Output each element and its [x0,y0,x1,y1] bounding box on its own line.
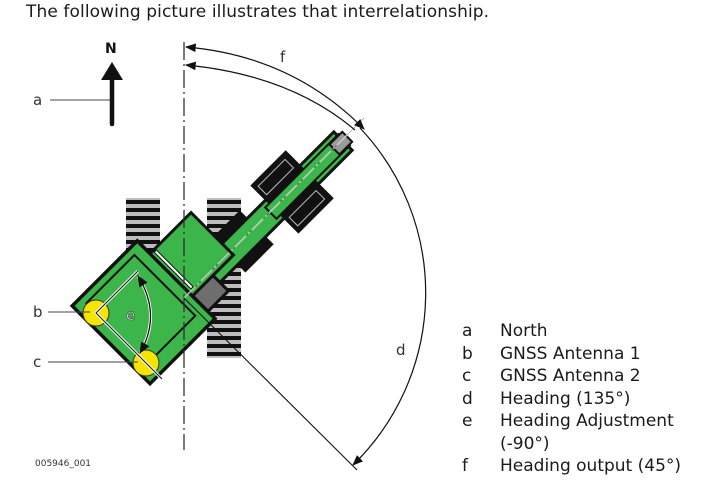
legend-text: GNSS Antenna 1 [500,343,641,364]
legend-key: a [462,321,473,341]
legend-key: d [462,388,473,409]
callout-b: b [33,303,43,321]
legend-text: Heading Adjustment (-90°) [500,411,674,454]
callout-d: d [396,341,406,359]
legend-text: Heading output (45°) [500,456,682,476]
legend-item: b GNSS Antenna 1 [462,343,710,366]
legend-item: d Heading (135°) [462,388,710,411]
callout-a: a [33,91,42,109]
callout-e: e [126,306,135,324]
legend-text: North [500,321,548,341]
legend-item: f Heading output (45°) [462,455,710,478]
callout-f: f [280,48,286,66]
north-label: N [105,41,117,57]
figure-id: 005946_001 [35,459,92,469]
north-arrow-icon [101,62,123,127]
heading-line [183,297,358,471]
heading-arc [352,127,427,466]
legend-text: Heading (135°) [500,388,631,409]
callout-c: c [33,353,41,371]
legend-key: b [462,343,473,364]
legend-item: e Heading Adjustment (-90°) [462,410,710,455]
legend-key: c [462,366,472,386]
legend: a North b GNSS Antenna 1 c GNSS Antenna 2 d… [462,320,710,478]
legend-item: a North [462,320,710,343]
legend-key: e [462,411,473,431]
heading-output-arc-inner [184,61,356,131]
legend-key: f [462,456,468,476]
legend-item: c GNSS Antenna 2 [462,365,710,388]
heading-output-arc [184,43,365,130]
legend-text: GNSS Antenna 2 [500,366,641,386]
heading-adjustment-arc [137,275,152,355]
intro-text: The following picture illustrates that i… [26,2,490,22]
